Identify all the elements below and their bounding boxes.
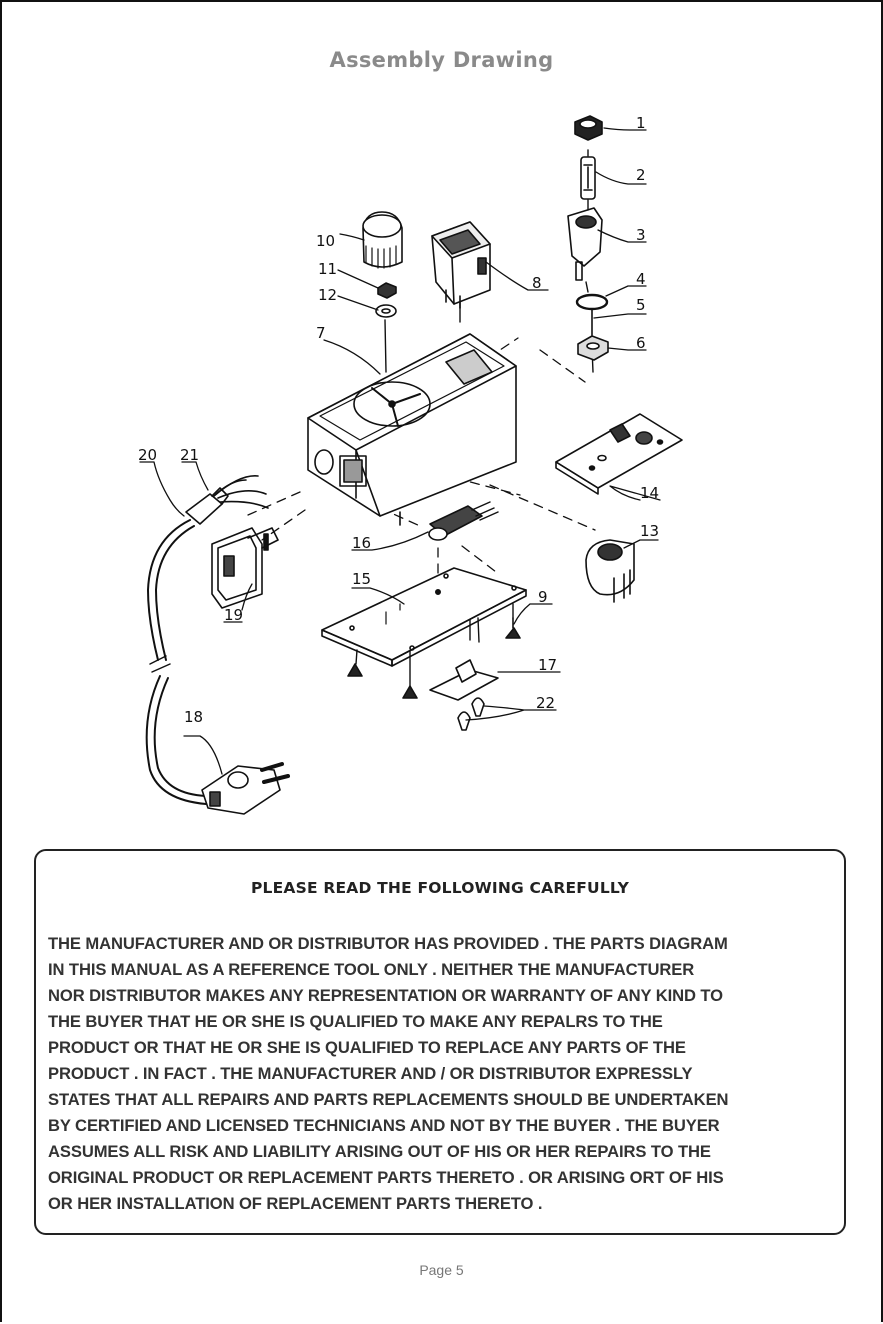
leader-lines bbox=[139, 127, 661, 775]
part-label-17: 17 bbox=[538, 656, 557, 674]
part-label-15: 15 bbox=[352, 570, 371, 588]
part-8-rocker-switch bbox=[431, 221, 491, 309]
part-label-16: 16 bbox=[352, 534, 371, 552]
part-16-regulator bbox=[428, 501, 499, 541]
part-15-base-plate bbox=[321, 567, 527, 667]
part-label-6: 6 bbox=[636, 334, 646, 352]
part-10-knob bbox=[362, 211, 403, 269]
part-6-nut bbox=[577, 335, 609, 361]
part-label-9: 9 bbox=[538, 588, 548, 606]
part-19-outlet bbox=[211, 527, 279, 609]
part-11-nut bbox=[377, 282, 397, 299]
part-label-10: 10 bbox=[316, 232, 335, 250]
part-2-fuse bbox=[580, 156, 596, 200]
part-label-14: 14 bbox=[640, 484, 659, 502]
page-title: Assembly Drawing bbox=[329, 48, 554, 72]
part-label-18: 18 bbox=[184, 708, 203, 726]
notice-box: PLEASE READ THE FOLLOWING CAREFULLY THE … bbox=[34, 849, 846, 1235]
part-12-washer bbox=[375, 304, 397, 318]
part-7-housing bbox=[307, 333, 517, 526]
part-label-21: 21 bbox=[180, 446, 199, 464]
part-label-2: 2 bbox=[636, 166, 646, 184]
part-label-4: 4 bbox=[636, 270, 646, 288]
part-label-20: 20 bbox=[138, 446, 157, 464]
part-label-13: 13 bbox=[640, 522, 659, 540]
vertical-guide-lines bbox=[355, 149, 594, 687]
page-number: Page 5 bbox=[419, 1262, 464, 1278]
assembly-drawing: 1 2 3 4 5 6 7 8 9 10 11 12 13 14 15 16 1… bbox=[138, 114, 683, 815]
part-4-washer bbox=[575, 293, 609, 311]
part-label-1: 1 bbox=[636, 114, 646, 132]
part-21-strain-relief bbox=[185, 475, 269, 525]
part-label-22: 22 bbox=[536, 694, 555, 712]
part-14-circuit-board bbox=[555, 413, 683, 495]
part-label-19: 19 bbox=[224, 606, 243, 624]
part-label-12: 12 bbox=[318, 286, 337, 304]
part-9-screws bbox=[347, 617, 521, 699]
part-label-11: 11 bbox=[318, 260, 337, 278]
part-label-7: 7 bbox=[316, 324, 326, 342]
part-3-fuse-holder bbox=[567, 207, 603, 281]
part-22-screws bbox=[457, 697, 485, 731]
part-label-5: 5 bbox=[636, 296, 646, 314]
part-label-8: 8 bbox=[532, 274, 542, 292]
part-1-cap-nut bbox=[574, 115, 603, 141]
part-18-plug bbox=[201, 762, 290, 815]
part-13-potentiometer bbox=[585, 539, 635, 603]
part-17-clip bbox=[429, 659, 499, 701]
notice-heading: PLEASE READ THE FOLLOWING CAREFULLY bbox=[250, 879, 629, 897]
notice-body: THE MANUFACTURER AND OR DISTRIBUTOR HAS … bbox=[48, 934, 729, 1213]
part-label-3: 3 bbox=[636, 226, 646, 244]
part-20-power-cord bbox=[145, 519, 207, 805]
